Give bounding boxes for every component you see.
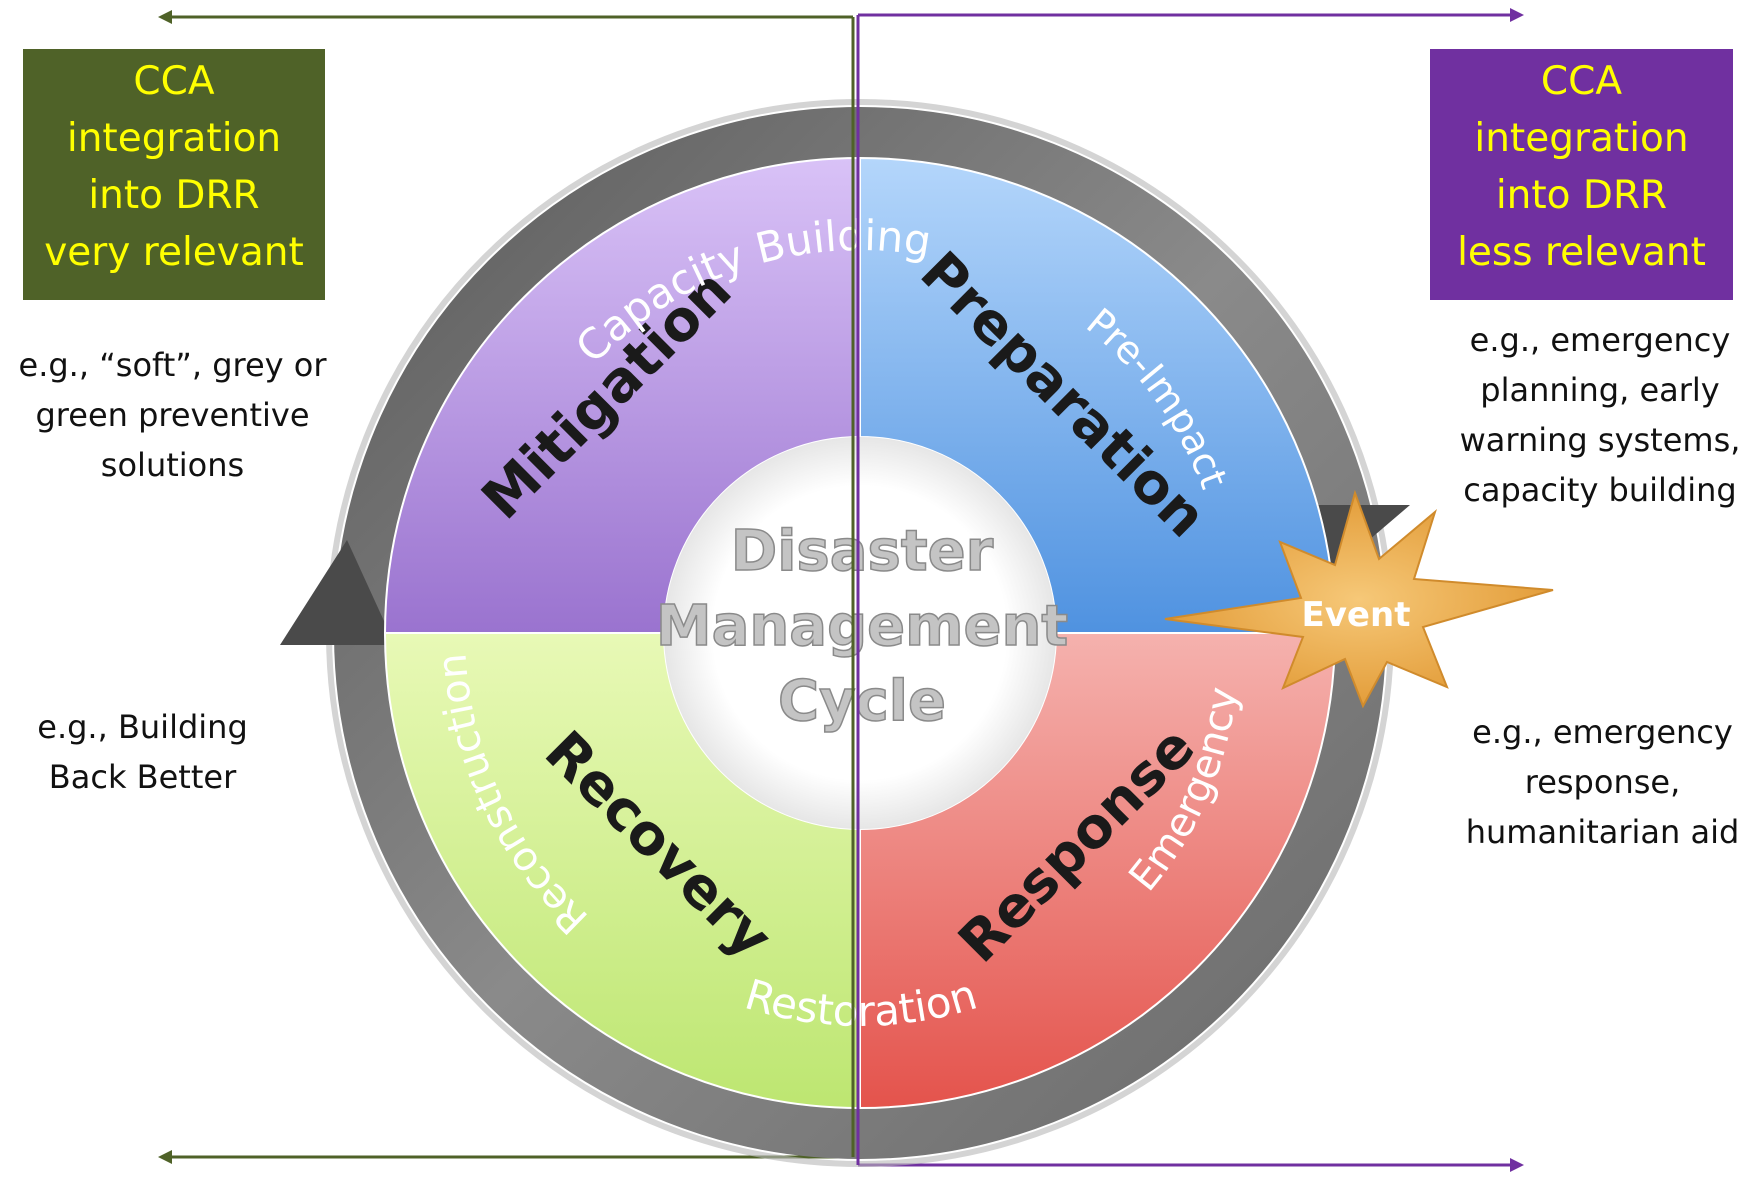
center-label-line1: Disaster: [731, 519, 994, 584]
right-arrow-icon: [1510, 1158, 1524, 1172]
bottom-right-arrow: [858, 1158, 1524, 1172]
box-line: into DRR: [88, 173, 260, 218]
note-line: capacity building: [1463, 471, 1737, 509]
left-arrow-icon: [158, 1150, 172, 1164]
bottom-left-arrow: [158, 1150, 853, 1164]
event-label: Event: [1302, 595, 1411, 635]
note-line: Back Better: [48, 758, 237, 796]
note-line: e.g., Building: [37, 708, 248, 746]
right-arrow-icon: [1510, 8, 1524, 22]
box-line: integration: [1474, 116, 1689, 161]
left-arrow-icon: [158, 10, 172, 24]
note-line: e.g., emergency: [1472, 713, 1733, 751]
top-right-arrow: [858, 8, 1524, 22]
note-line: warning systems,: [1459, 421, 1741, 459]
note-line: planning, early: [1480, 371, 1720, 409]
note-line: response,: [1524, 763, 1681, 801]
box-line: CCA: [1540, 59, 1623, 104]
event-burst-icon: [1164, 489, 1554, 709]
box-line: very relevant: [44, 230, 304, 275]
recovery-examples-note: e.g., Building Back Better: [20, 702, 265, 802]
cycle-arrowhead-icon: [280, 540, 395, 645]
response-examples-note: e.g., emergency response, humanitarian a…: [1445, 707, 1760, 857]
center-label-line3: Cycle: [778, 669, 946, 734]
box-line: CCA: [133, 59, 215, 104]
center-circle: [664, 437, 1056, 829]
note-line: solutions: [100, 446, 245, 484]
note-line: e.g., “soft”, grey or: [18, 346, 327, 384]
cca-less-relevant-box: CCA integration into DRR less relevant: [1430, 49, 1733, 300]
box-line: less relevant: [1457, 230, 1706, 275]
center-label-line2: Management: [656, 594, 1068, 659]
box-line: integration: [66, 116, 282, 161]
note-line: e.g., emergency: [1469, 321, 1731, 359]
note-line: green preventive: [35, 396, 310, 434]
top-left-arrow: [158, 10, 853, 24]
box-line: into DRR: [1495, 173, 1668, 218]
preparation-examples-note: e.g., emergency planning, early warning …: [1440, 315, 1760, 515]
note-line: humanitarian aid: [1465, 813, 1740, 851]
mitigation-examples-note: e.g., “soft”, grey or green preventive s…: [0, 340, 345, 490]
cca-very-relevant-box: CCA integration into DRR very relevant: [23, 49, 325, 300]
